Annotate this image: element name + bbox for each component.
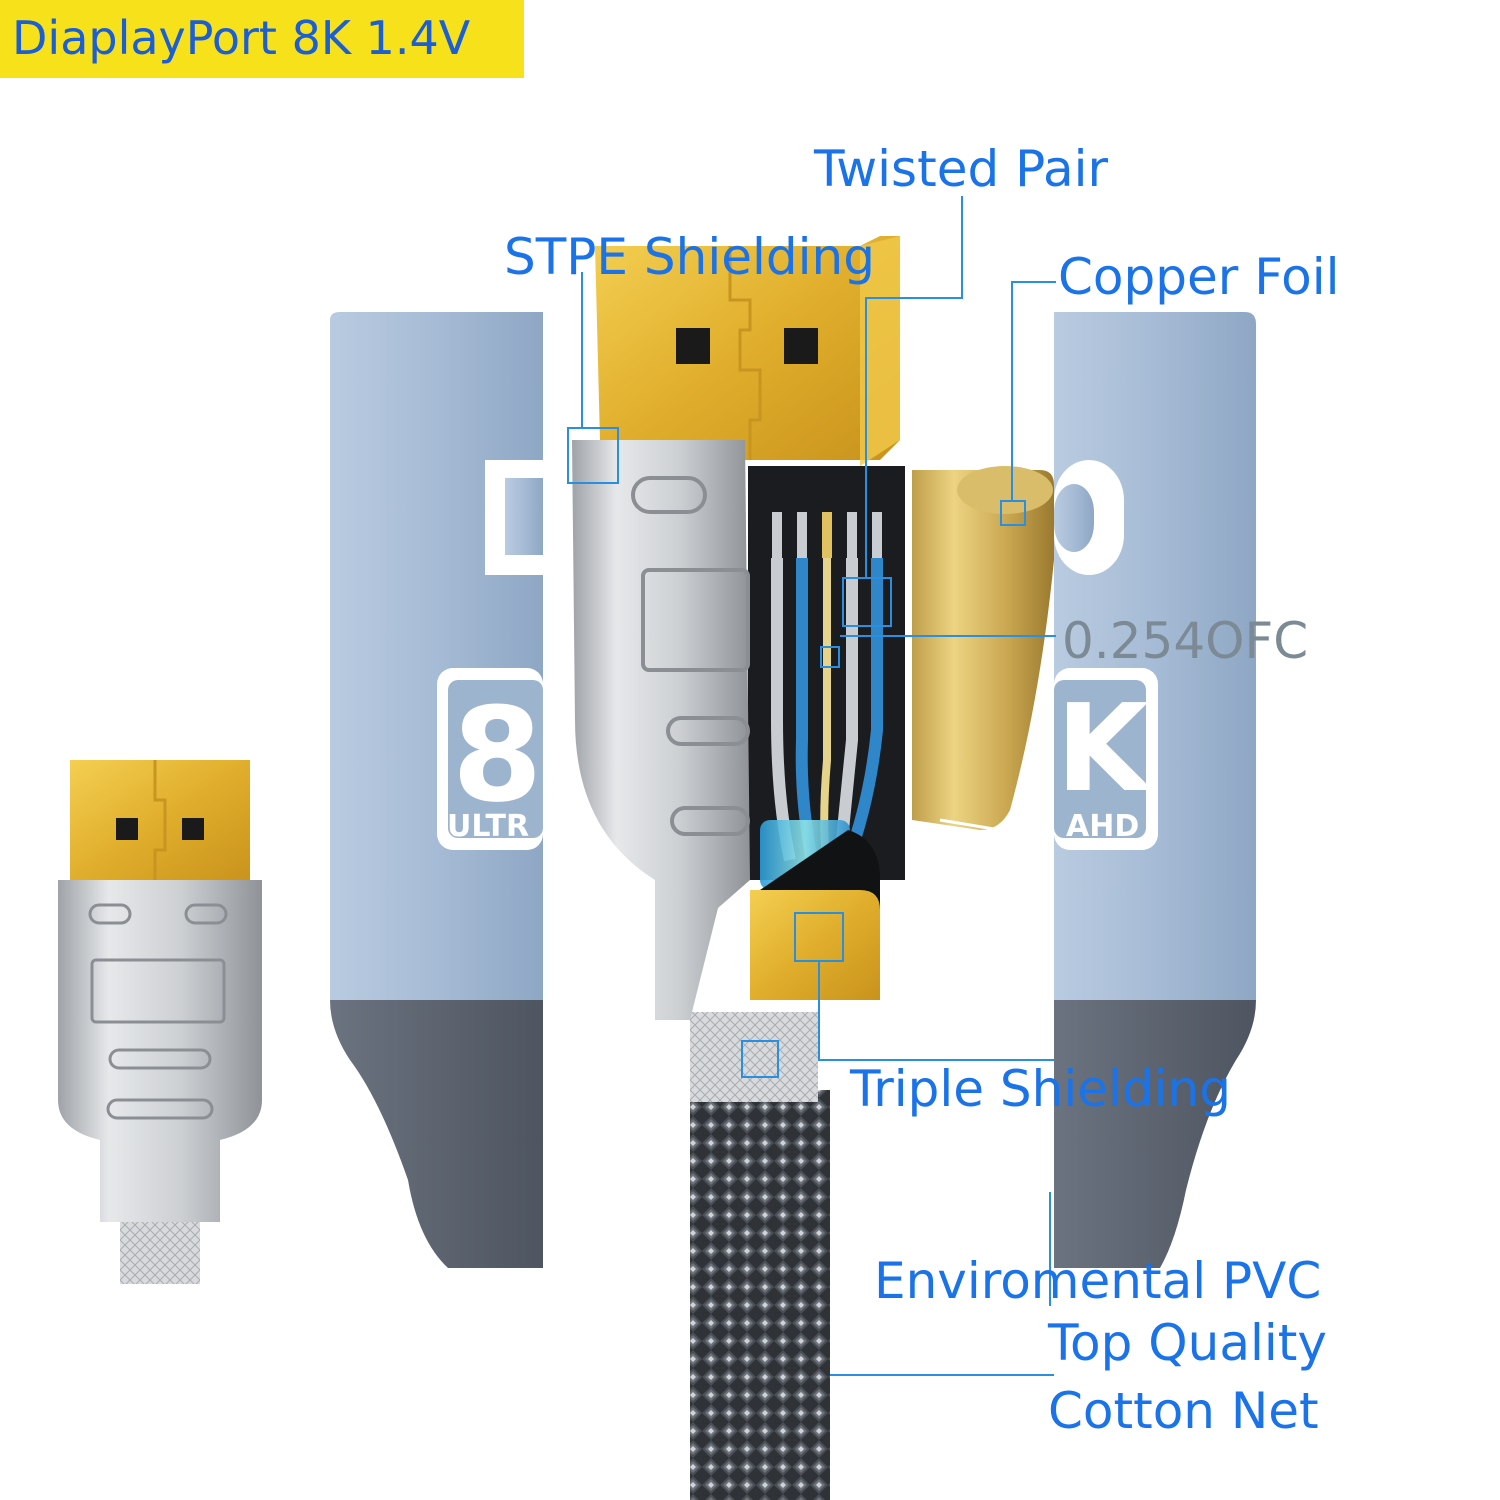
page-title: DiaplayPort 8K 1.4V <box>12 11 471 65</box>
label-copper-foil: Copper Foil <box>1058 248 1340 306</box>
label-enviromental-pvc: Enviromental PVC <box>874 1252 1322 1310</box>
small-connector <box>58 760 262 1284</box>
silver-housing <box>572 440 750 1020</box>
logo-letter-k: K <box>1056 680 1153 819</box>
logo-number-8: 8 <box>452 679 542 831</box>
leader-lines <box>567 196 1056 1376</box>
copper-foil-tube <box>900 466 1054 832</box>
braided-cable <box>690 1012 830 1500</box>
label-ofc: 0.254OFC <box>1062 612 1309 670</box>
contact-pins <box>772 512 882 558</box>
label-top-quality: Top Quality <box>1048 1314 1327 1372</box>
label-stpe-shielding: STPE Shielding <box>504 228 875 286</box>
logo-text-ultra: ULTR <box>447 809 529 844</box>
main-gold-plug <box>595 236 900 466</box>
title-badge: DiaplayPort 8K 1.4V <box>0 0 524 78</box>
label-cotton-net: Cotton Net <box>1048 1382 1319 1440</box>
right-background-panel <box>1054 312 1256 1268</box>
label-twisted-pair: Twisted Pair <box>814 140 1109 198</box>
logo-text-uhd: AHD <box>1066 809 1139 844</box>
label-triple-shielding: Triple Shielding <box>850 1060 1231 1118</box>
left-background-panel <box>330 312 543 1268</box>
gold-shield-collar <box>750 890 880 1000</box>
